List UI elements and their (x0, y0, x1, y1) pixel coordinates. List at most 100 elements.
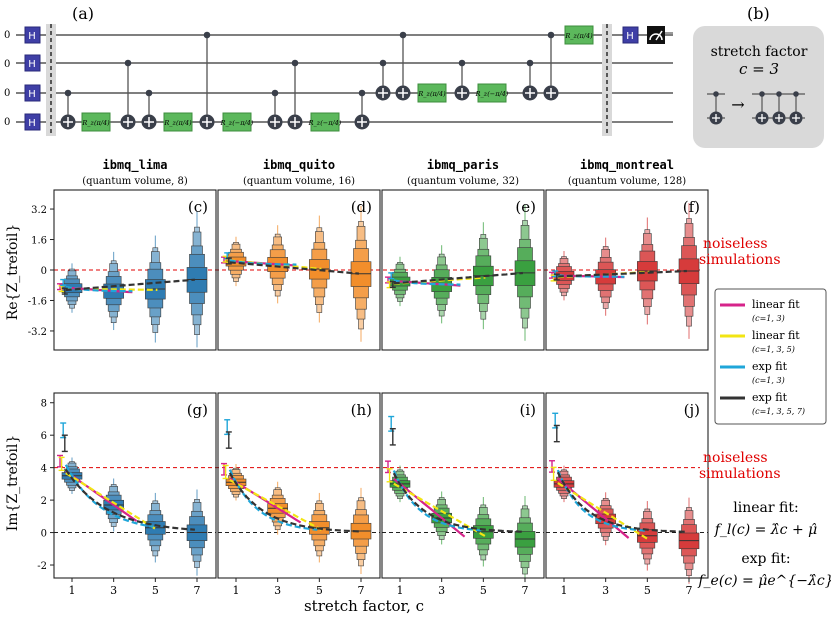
cnot-control (458, 59, 466, 67)
xtick-label-1: 1 (397, 584, 404, 597)
hadamard-gate-label: H (28, 118, 36, 129)
xtick-label-3: 3 (602, 584, 609, 597)
rz-gate-1: R_z(π/4) (81, 112, 111, 132)
hadamard-gate-box (24, 84, 41, 102)
xtick-label-7: 7 (522, 584, 529, 597)
qubit-label-3: 0 (4, 117, 10, 128)
cnot-control (379, 59, 387, 67)
xtick-label-3: 3 (274, 584, 281, 597)
panel-c: (c)3.21.60-1.6-3.2 (28, 189, 217, 351)
xtick-label-7: 7 (194, 584, 201, 597)
hadamard-gate-box (24, 26, 41, 44)
fit-exp-13 (556, 469, 646, 532)
cnot-1 (60, 89, 76, 130)
hadamard-gate-box (24, 113, 41, 131)
cnot-control (291, 59, 299, 67)
stretch-factor-box: (b) stretch factor c = 3 → (693, 4, 824, 148)
xtick-label-1: 1 (561, 584, 568, 597)
cnot-5 (267, 89, 283, 130)
cnot-7 (354, 89, 370, 130)
panel-frame (381, 392, 545, 579)
sb-cnot-control (713, 91, 719, 97)
legend-label-0: linear fit (752, 298, 800, 311)
panel-frame (545, 189, 709, 351)
legend-sub-3: (c=1, 3, 5, 7) (752, 407, 805, 416)
panel-frame (217, 189, 381, 351)
legend-sub-0: (c=1, 3) (752, 314, 785, 323)
hadamard-gate-label: H (28, 59, 36, 70)
device-name-3: ibmq_montreal (580, 158, 674, 173)
cnot-12 (543, 31, 559, 101)
fit-exp-13 (228, 469, 318, 531)
cnot-control (526, 59, 534, 67)
panel-label-a: (a) (72, 4, 94, 23)
sb-cnot-triple-2 (787, 91, 805, 125)
panel-f: (f) (545, 189, 709, 351)
fit-linear-135 (229, 478, 322, 531)
panel-label-e: (e) (515, 198, 536, 216)
noiseless-label-im-2: simulations (699, 466, 781, 482)
panel-label-i: (i) (519, 401, 536, 419)
fit-linear-13 (557, 477, 630, 539)
xtick-label-1: 1 (69, 584, 76, 597)
panel-d: (d) (217, 189, 381, 351)
device-qv-3: (quantum volume, 128) (568, 176, 686, 187)
rz-gate-6: R_z(−π/4) (475, 83, 509, 103)
fit-exp-13 (229, 259, 297, 266)
rz-gate-label: R_z(−π/4) (308, 119, 342, 127)
ytick-label-0: 0 (41, 266, 47, 277)
panel-label-f: (f) (683, 198, 700, 216)
rz-gate-2: R_z(π/4) (163, 112, 193, 132)
measurement-box (647, 26, 665, 44)
rz-gate-label: R_z(−π/4) (220, 119, 254, 127)
ytick-label-3.2: 3.2 (31, 205, 47, 216)
panel-label-c: (c) (188, 198, 208, 216)
cnot-3 (141, 89, 157, 130)
sb-cnot-control (793, 91, 799, 97)
device-qv-1: (quantum volume, 16) (243, 176, 355, 187)
noiseless-label-re-1: noiseless (703, 236, 768, 252)
cnot-control (271, 89, 279, 97)
qubit-label-2: 0 (4, 88, 10, 99)
ytick-label-0: 0 (41, 529, 47, 540)
device-qv-2: (quantum volume, 32) (407, 176, 519, 187)
measurement-needle (655, 30, 663, 41)
fit-exp-1357 (229, 261, 359, 275)
legend-sub-1: (c=1, 3, 5) (752, 345, 795, 354)
panel-label-h: (h) (351, 401, 372, 419)
panel-frame (545, 392, 709, 579)
sb-cnot-single (707, 91, 725, 125)
hadamard-gate-0: H (24, 26, 41, 44)
ytick-label-2: 2 (41, 496, 47, 507)
cnot-11 (522, 59, 538, 101)
cnot-control (399, 31, 407, 39)
hadamard-gate-box (622, 26, 639, 44)
rz-gate-box (477, 83, 507, 103)
fit-exp-1357 (392, 472, 523, 533)
device-name-1: ibmq_quito (263, 158, 335, 173)
cnot-control (547, 31, 555, 39)
stretch-box-title: stretch factor (711, 44, 808, 60)
rz-gate-box (310, 112, 340, 132)
legend-label-2: exp fit (752, 360, 788, 373)
ytick-label--2: -2 (37, 561, 47, 572)
panel-label-j: (j) (684, 401, 700, 419)
im-ylabel-text: Im{Z_trefoil} (5, 435, 21, 532)
rz-gate-label: R_z(π/4) (81, 119, 110, 127)
cnot-control (64, 89, 72, 97)
cnot-control (124, 59, 132, 67)
cnot-control (145, 89, 153, 97)
cnot-control (203, 31, 211, 39)
noiseless-label-im-1: noiseless (703, 450, 768, 466)
hadamard-gate-label: H (28, 31, 36, 42)
ytick-label-8: 8 (41, 399, 47, 410)
measurement-arc (649, 33, 663, 41)
cnot-10 (454, 59, 470, 101)
exp-fit-eq: f_e(c) = μ̂e^{−λ̂c} (697, 573, 831, 589)
